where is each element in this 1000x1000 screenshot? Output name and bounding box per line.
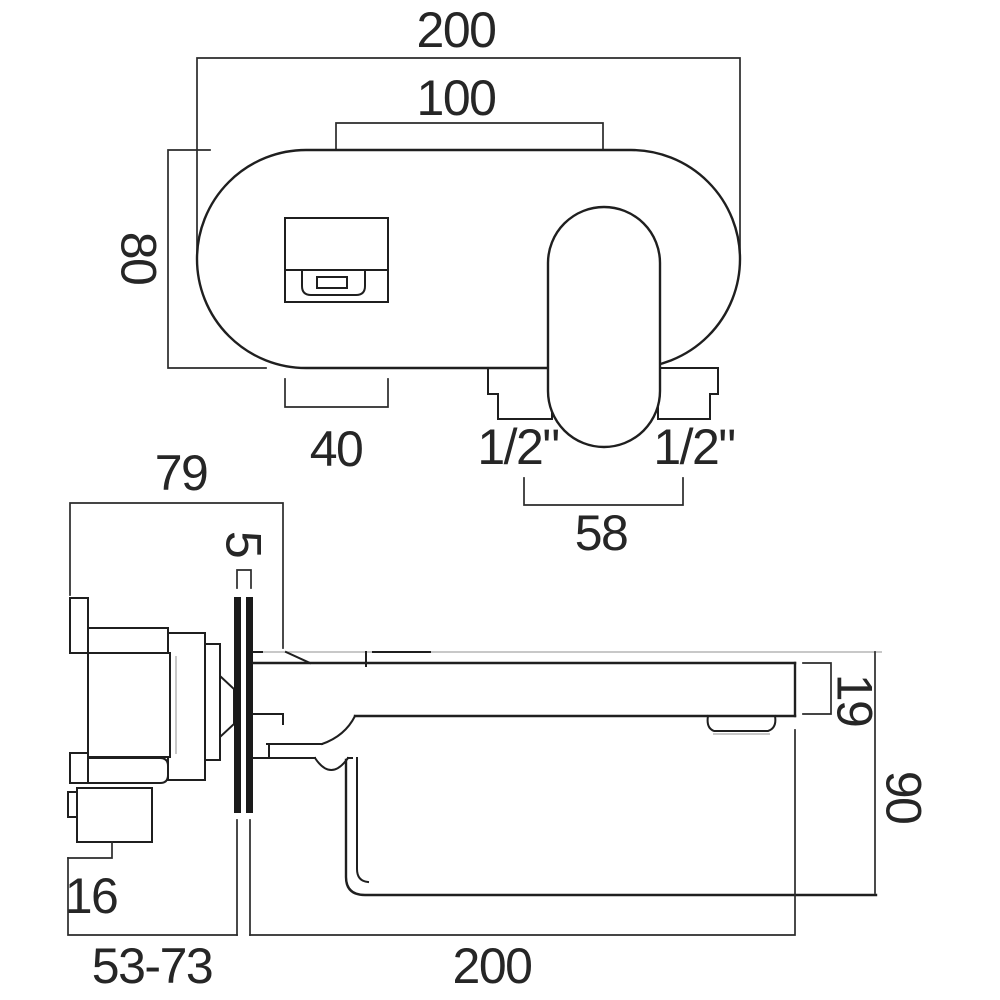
dim-label-spout-width: 40 [310, 421, 363, 477]
valve-foot-step [67, 791, 78, 818]
dim-spout-height: 19 [802, 662, 883, 727]
dim-label-body-depth: 79 [155, 445, 208, 501]
dim-inlet-offset-lines [67, 841, 113, 859]
dim-plate-width-lines [196, 57, 741, 259]
dim-label-right-inlet: 1/2" [653, 419, 734, 475]
aerator-side [706, 714, 777, 732]
wall-plate-side [234, 597, 253, 813]
dim-spout-width: 40 [284, 378, 389, 477]
dim-spout-projection-lines [249, 729, 796, 936]
valve-taper [219, 673, 235, 740]
dim-plate-width: 200 [196, 2, 741, 259]
dim-label-inlet-offset: 16 [65, 868, 118, 924]
body-s-curve [320, 714, 357, 746]
dim-label-spout-drop: 90 [876, 771, 932, 824]
dim-plate-thickness: 5 [216, 531, 272, 589]
valve-foot [76, 787, 153, 843]
dim-wall-depth-lines [67, 857, 238, 936]
valve-main-body [87, 652, 171, 758]
dim-centre-spacing-lines [335, 122, 604, 151]
spout-root-stub [252, 713, 284, 725]
dim-label-centre-spacing: 100 [417, 70, 496, 126]
handle-lever-tip [284, 650, 312, 665]
dim-label-plate-height: 80 [111, 232, 167, 285]
valve-top-bar [87, 627, 169, 654]
handle-front [546, 205, 662, 449]
inlet-fitting-left [487, 367, 553, 420]
dim-label-inlet-spacing: 58 [575, 505, 628, 561]
dim-plate-height: 80 [111, 149, 267, 369]
dim-centre-spacing: 100 [335, 70, 604, 151]
dim-plate-thickness-lines [236, 569, 252, 589]
dim-inlet-spacing-lines [523, 477, 684, 506]
side-view: 79 5 [65, 445, 932, 994]
dim-spout-width-lines [284, 378, 389, 408]
valve-back-tab-bottom [69, 752, 89, 784]
dim-spout-projection: 200 [249, 729, 796, 994]
plate-extension-lines [236, 819, 251, 936]
dim-label-plate-thickness: 5 [216, 531, 272, 557]
dim-label-wall-depth: 53-73 [92, 938, 212, 994]
valve-nut-block [167, 632, 206, 781]
dim-spout-drop: 90 [874, 651, 932, 894]
spout-front-body [284, 217, 389, 303]
spout-side [251, 650, 882, 897]
spout-front-aerator [316, 276, 348, 289]
dim-inlet-offset: 16 [65, 841, 119, 924]
wall-plate-back-face [234, 597, 241, 813]
valve-back-tab-top [69, 597, 89, 654]
dim-label-spout-projection: 200 [453, 938, 532, 994]
front-view: 200 100 80 1/2" 1/2" [111, 2, 742, 561]
dim-inlet-spacing: 58 [523, 477, 684, 561]
valve-small-block [204, 643, 221, 761]
dim-label-left-inlet: 1/2" [477, 419, 558, 475]
dim-body-depth: 79 [69, 445, 284, 649]
drop-outline-outer [344, 758, 878, 897]
body-chamber-line [266, 743, 323, 759]
spout-front-opening [301, 269, 366, 296]
dim-label-spout-height: 19 [827, 674, 883, 727]
dim-spout-height-lines [802, 662, 832, 715]
dim-label-plate-width: 200 [417, 2, 496, 58]
drop-outline-inner [356, 757, 370, 884]
inlet-fitting-right [657, 367, 719, 420]
wall-plate-front-face [246, 597, 253, 813]
body-dome-detail [313, 756, 350, 771]
dim-wall-depth: 53-73 [67, 857, 238, 994]
dim-body-depth-lines [69, 502, 284, 649]
spout-front [284, 217, 389, 303]
valve-body-side [67, 597, 235, 843]
dim-plate-height-lines [167, 149, 267, 369]
valve-bottom-bar [87, 757, 169, 784]
